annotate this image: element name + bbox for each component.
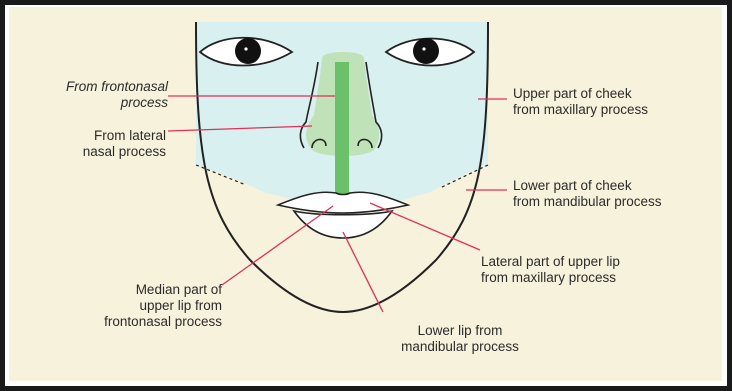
right-pupil bbox=[413, 38, 439, 64]
leader-lower-lip bbox=[343, 232, 383, 312]
left-pupil-highlight bbox=[244, 47, 247, 50]
label-upper-cheek: Upper part of cheek from maxillary proce… bbox=[513, 86, 648, 118]
lower-lip bbox=[294, 211, 392, 238]
label-lateral-lip: Lateral part of upper lip from maxillary… bbox=[481, 254, 620, 286]
right-pupil-highlight bbox=[422, 47, 425, 50]
label-frontonasal: From frontonasal process bbox=[20, 79, 168, 111]
label-lower-cheek: Lower part of cheek from mandibular proc… bbox=[513, 178, 662, 210]
leader-lateral-lip bbox=[370, 203, 480, 250]
left-pupil bbox=[235, 38, 261, 64]
label-lateral-nasal: From lateral nasal process bbox=[20, 128, 166, 160]
label-median-lip: Median part of upper lip from frontonasa… bbox=[70, 282, 222, 330]
label-lower-lip: Lower lip from mandibular process bbox=[385, 323, 535, 355]
